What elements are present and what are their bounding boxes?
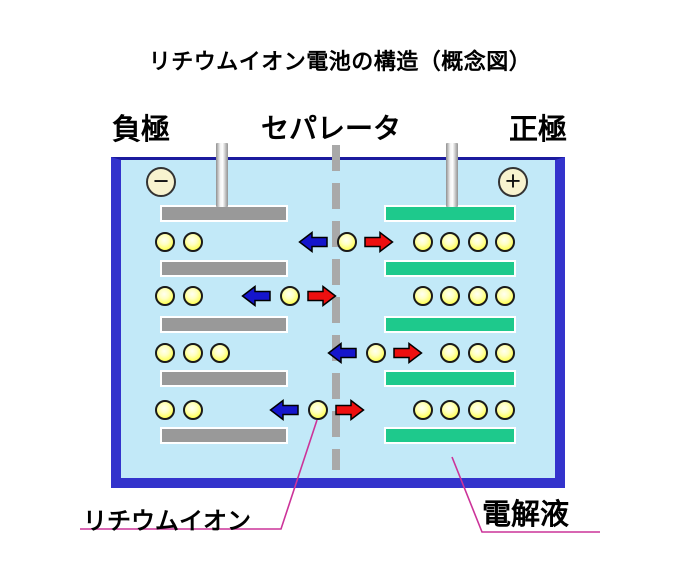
lithium-ion: [210, 343, 230, 363]
lithium-ion: [155, 400, 175, 420]
migrating-lithium-ion: [280, 286, 300, 306]
minus-symbol-badge: −: [146, 167, 176, 197]
negative-electrode-bar: [160, 316, 288, 333]
lithium-ion: [467, 232, 488, 252]
arrow-to-positive-icon: [335, 398, 365, 422]
plus-symbol: +: [505, 165, 521, 196]
lithium-ion: [182, 343, 203, 363]
lithium-ion: [440, 343, 460, 363]
negative-electrode-bar: [160, 260, 288, 277]
positive-terminal-tab: [446, 143, 458, 207]
arrow-to-negative-icon: [269, 398, 299, 422]
negative-electrode-bar: [160, 427, 288, 444]
positive-electrode-bar: [384, 205, 516, 222]
lithium-ion: [440, 400, 460, 420]
lithium-ion: [495, 343, 515, 363]
lithium-ion: [412, 400, 433, 420]
positive-electrode-bar: [384, 316, 516, 333]
migrating-lithium-ion: [337, 232, 357, 252]
lithium-ion: [467, 400, 488, 420]
lithium-ion: [467, 343, 488, 363]
lithium-ion: [412, 232, 433, 252]
label-electrolyte: 電解液: [482, 499, 570, 531]
arrow-to-positive-icon: [307, 284, 337, 308]
arrow-to-negative-icon: [298, 230, 328, 254]
minus-symbol: −: [153, 165, 169, 196]
lithium-ion: [182, 400, 203, 420]
arrow-to-negative-icon: [327, 341, 357, 365]
negative-terminal-tab: [216, 143, 228, 207]
separator-dashed-line: [332, 145, 340, 470]
label-separator: セパレータ: [260, 113, 402, 144]
arrow-to-negative-icon: [241, 284, 271, 308]
migrating-lithium-ion: [366, 343, 386, 363]
lithium-ion: [440, 232, 460, 252]
diagram-title: リチウムイオン電池の構造（概念図）: [148, 49, 532, 74]
lithium-ion: [467, 286, 488, 306]
lithium-ion: [182, 286, 203, 306]
plus-symbol-badge: +: [498, 167, 528, 197]
migrating-lithium-ion: [308, 400, 328, 420]
arrow-to-positive-icon: [364, 230, 394, 254]
lithium-ion: [495, 232, 515, 252]
lithium-ion: [495, 400, 515, 420]
lithium-ion: [155, 232, 175, 252]
lithium-ion: [412, 286, 433, 306]
lithium-ion: [440, 286, 460, 306]
positive-electrode-bar: [384, 427, 516, 444]
lithium-ion: [182, 232, 203, 252]
positive-electrode-bar: [384, 260, 516, 277]
arrow-to-positive-icon: [393, 341, 423, 365]
lithium-ion: [495, 286, 515, 306]
negative-electrode-bar: [160, 205, 288, 222]
label-positive-electrode: 正極: [509, 114, 568, 146]
lithium-ion: [155, 286, 175, 306]
label-negative-electrode: 負極: [112, 114, 171, 146]
label-lithium-ion: リチウムイオン: [83, 508, 251, 535]
positive-electrode-bar: [384, 370, 516, 387]
negative-electrode-bar: [160, 370, 288, 387]
lithium-ion: [155, 343, 175, 363]
